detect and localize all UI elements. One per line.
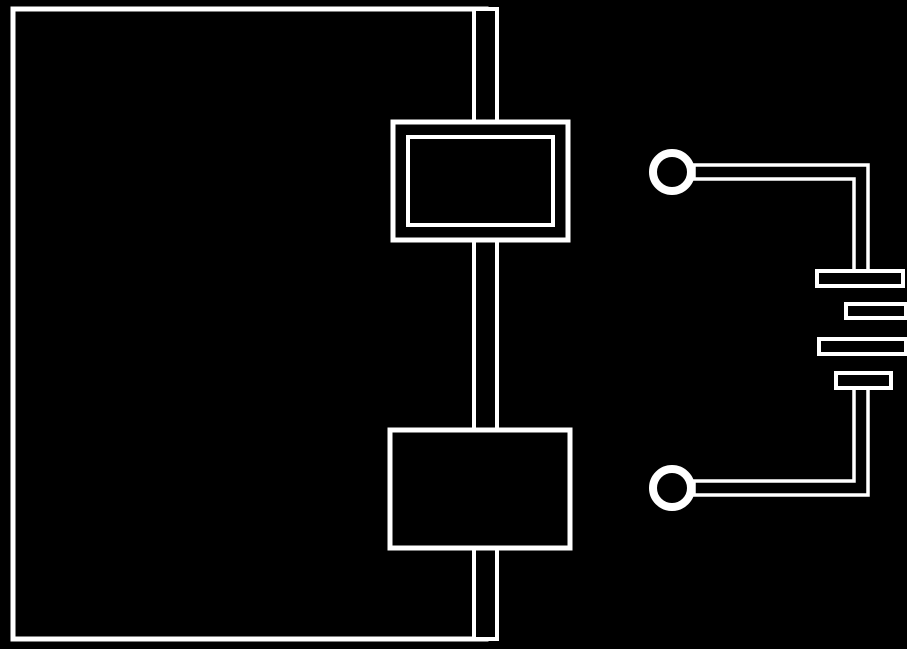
battery-plate-long-1 <box>815 269 905 288</box>
terminal-circle-bottom <box>649 465 695 511</box>
battery-plate-long-2 <box>817 337 907 356</box>
battery-plate-short-1 <box>844 302 907 320</box>
terminal-circle-top <box>649 149 695 195</box>
terminal-block-bottom <box>387 427 573 551</box>
battery-plate-short-2 <box>834 371 893 390</box>
terminal-block-top <box>390 119 571 243</box>
terminal-block-top-inner <box>406 135 555 227</box>
